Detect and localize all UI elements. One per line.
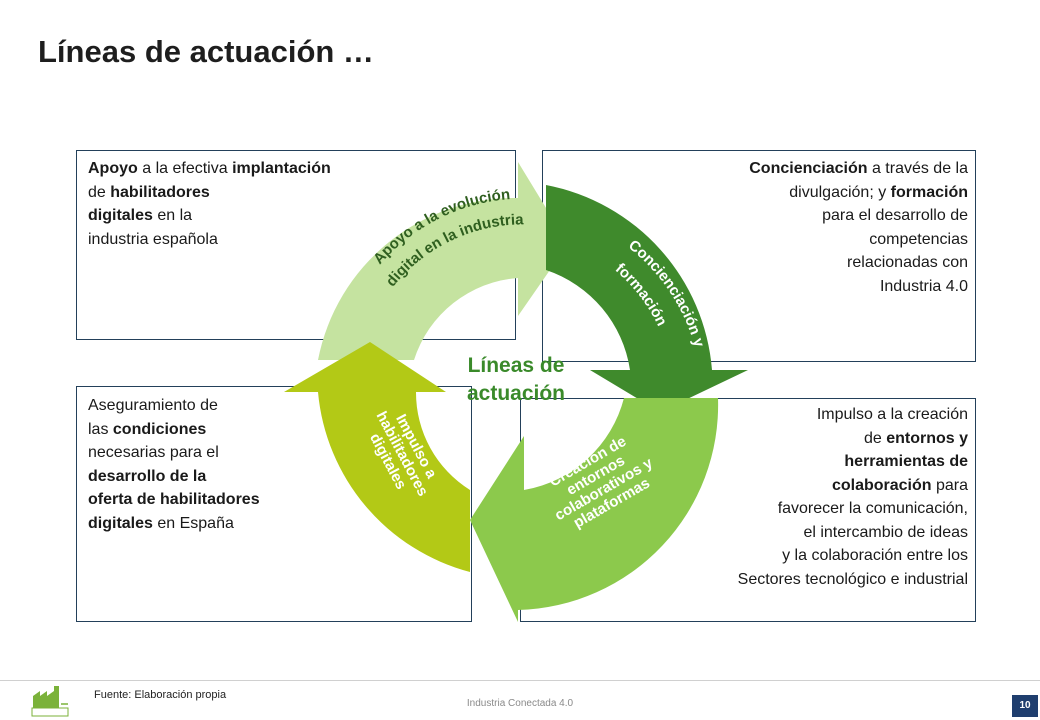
bold-run: Concienciación (749, 160, 868, 177)
text-run: favorecer la comunicación, (777, 500, 968, 517)
text-run: a través de la (867, 160, 968, 177)
bold-run: digitales (88, 207, 153, 224)
text-line: Industria 4.0 (749, 275, 968, 299)
text-line: necesarias para el (88, 441, 260, 465)
text-run: para el desarrollo de (822, 207, 968, 224)
center-label-line2: actuación (467, 382, 565, 405)
text-line: Concienciación a través de la (749, 157, 968, 181)
text-line: herramientas de (738, 450, 968, 474)
bold-run: oferta de habilitadores (88, 491, 260, 508)
text-line: Aseguramiento de (88, 394, 260, 418)
text-run: Impulso a la creación (816, 406, 968, 423)
box-bottom-left (76, 386, 472, 622)
text-run: de (88, 183, 111, 201)
text-run: para (931, 476, 968, 494)
footer-source: Fuente: Elaboración propia (94, 689, 227, 701)
text-run: y la colaboración entre los (782, 547, 968, 564)
bold-run: habilitadores (110, 183, 210, 201)
text-run: industria española (88, 230, 218, 248)
text-run: competencias (869, 230, 968, 248)
text-line: para el desarrollo de (749, 204, 968, 228)
text-run: las (88, 420, 113, 438)
text-line: divulgación; y formación (749, 181, 968, 205)
text-line: relacionadas con (749, 251, 968, 275)
text-line: de habilitadores (88, 181, 331, 205)
text-run: divulgación; y (789, 183, 891, 201)
text-line: Sectores tecnológico e industrial (738, 568, 968, 592)
text-line: colaboración para (738, 474, 968, 498)
arrow-right (546, 185, 748, 412)
bold-run: colaboración (831, 476, 932, 494)
text-line: desarrollo de la (88, 465, 260, 489)
text-line: y la colaboración entre los (738, 544, 968, 568)
arrow-top (318, 162, 568, 360)
text-line: competencias (749, 228, 968, 252)
center-label-line1: Líneas de (468, 354, 565, 377)
text-line: favorecer la comunicación, (738, 497, 968, 521)
text-line: de entornos y (738, 427, 968, 451)
arrow-bottom (470, 398, 719, 622)
industria-conectada-logo (31, 686, 69, 717)
text-run: en la (152, 207, 193, 224)
text-line: digitales en la (88, 204, 331, 228)
bold-run: implantación (232, 160, 331, 177)
text-run: de (863, 429, 887, 447)
text-run: el intercambio de ideas (803, 523, 968, 541)
text-run: a la efectiva (137, 160, 233, 177)
text-line: Impulso a la creación (738, 403, 968, 427)
text-line: el intercambio de ideas (738, 521, 968, 545)
footer-center-text: Industria Conectada 4.0 (466, 698, 574, 709)
text-line: Apoyo a la efectiva implantación (88, 157, 331, 181)
text-run: Aseguramiento de (88, 397, 218, 414)
bold-run: formación (890, 183, 968, 201)
bold-run: herramientas de (844, 453, 968, 470)
page-number: 10 (1012, 695, 1038, 717)
text-run: en España (152, 514, 234, 532)
arrow-left (284, 342, 470, 572)
footer-divider (0, 680, 1040, 681)
text-line: industria española (88, 228, 331, 252)
text-line: digitales en España (88, 512, 260, 536)
text-run: Sectores tecnológico e industrial (737, 570, 968, 588)
box-bottom-right-text: Impulso a la creación de entornos y herram… (738, 403, 968, 591)
text-run: relacionadas con (847, 254, 968, 271)
bold-run: condiciones (112, 420, 207, 438)
text-run: Industria 4.0 (879, 277, 968, 295)
bold-run: desarrollo de la (88, 467, 207, 485)
text-run: necesarias para el (88, 444, 219, 461)
bold-run: digitales (88, 514, 153, 532)
box-bottom-left-text: Aseguramiento de las condiciones necesaria… (88, 394, 260, 535)
text-line: oferta de habilitadores (88, 488, 260, 512)
page-title: Líneas de actuación … (38, 34, 374, 69)
bold-run: Apoyo (88, 160, 138, 177)
text-line: las condiciones (88, 418, 260, 442)
bold-run: entornos y (886, 429, 968, 447)
